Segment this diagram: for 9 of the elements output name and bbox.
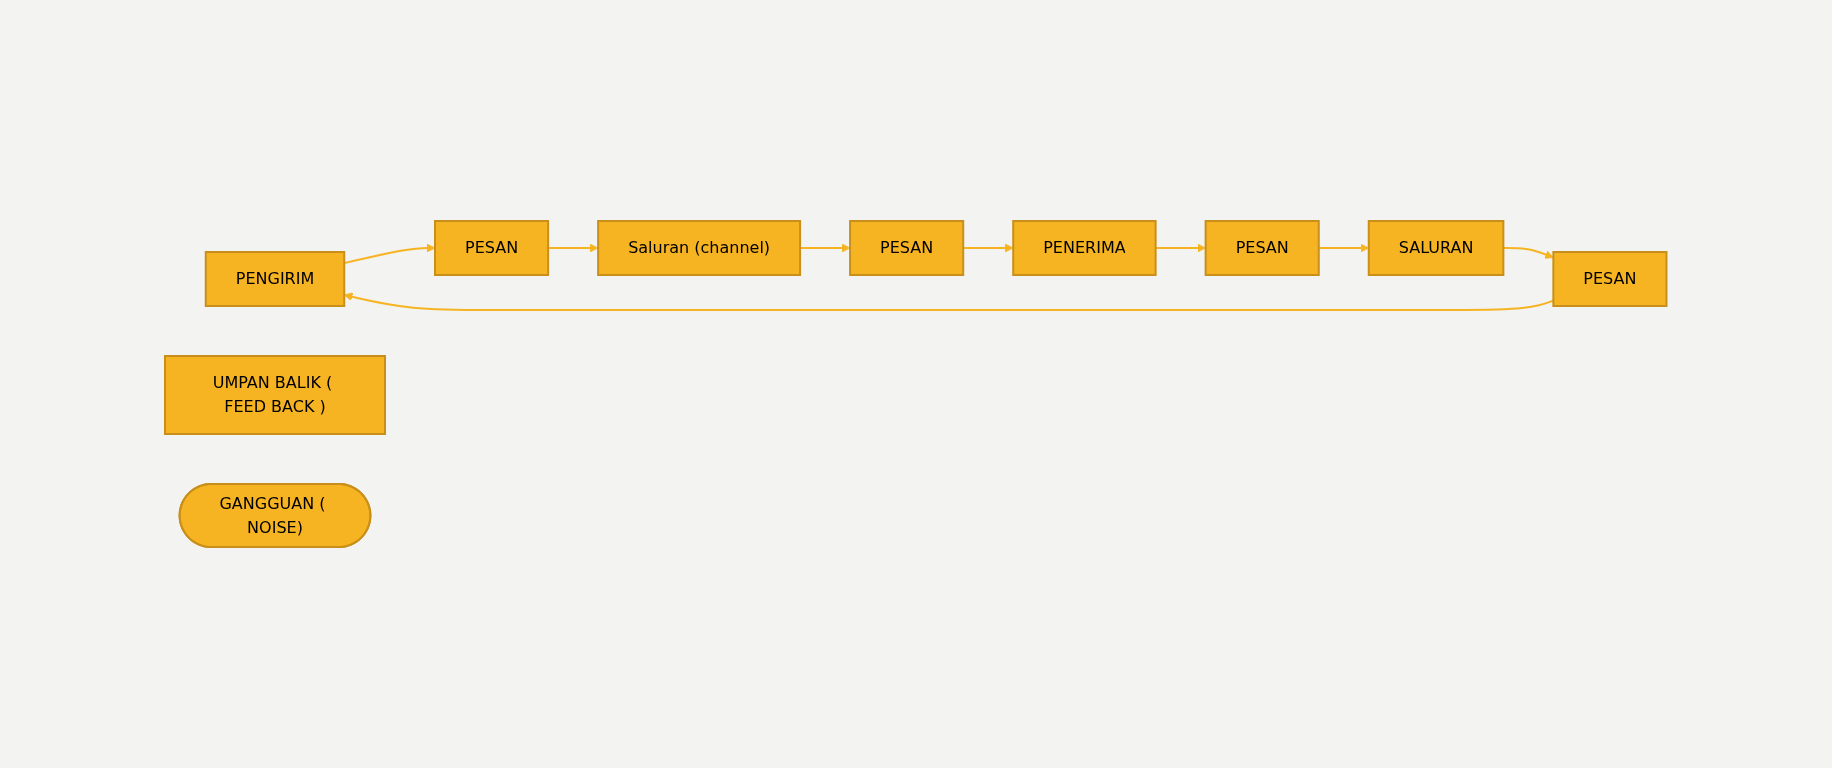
node-box: UMPAN BALIK ( FEED BACK ) (164, 355, 387, 435)
node-box: PENGIRIM (205, 251, 346, 307)
node-box: PENERIMA (1012, 220, 1157, 276)
node-box: PESAN (1552, 251, 1668, 307)
node-box: SALURAN (1368, 220, 1505, 276)
node-box: Saluran (channel) (597, 220, 802, 276)
node-box: PESAN (434, 220, 550, 276)
node-box: PESAN (1204, 220, 1320, 276)
node-box: PESAN (849, 220, 965, 276)
